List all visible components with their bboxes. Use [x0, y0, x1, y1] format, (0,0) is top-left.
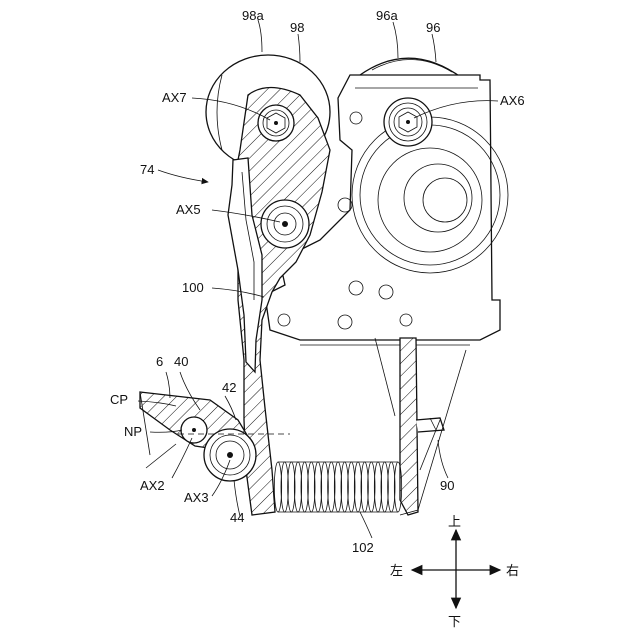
label-96: 96 — [426, 20, 440, 35]
roller-44 — [204, 429, 256, 481]
label-ax3: AX3 — [184, 490, 209, 505]
direction-right: 右 — [506, 563, 519, 578]
label-96a: 96a — [376, 8, 398, 23]
label-42: 42 — [222, 380, 236, 395]
spring-coil — [381, 462, 388, 512]
spring-coil — [388, 462, 395, 512]
spring-coil — [361, 462, 368, 512]
direction-indicator: 上 下 左 右 — [390, 514, 519, 629]
spring-coil — [288, 462, 295, 512]
spring-coil — [281, 462, 288, 512]
shaft-ax6 — [384, 98, 432, 146]
label-74: 74 — [140, 162, 154, 177]
shaft-ax5 — [261, 200, 309, 248]
spring-coil — [334, 462, 341, 512]
label-ax2: AX2 — [140, 478, 165, 493]
direction-down: 下 — [448, 614, 461, 629]
label-98: 98 — [290, 20, 304, 35]
label-cp: CP — [110, 392, 128, 407]
label-44: 44 — [230, 510, 244, 525]
spring-coil — [321, 462, 328, 512]
direction-up: 上 — [448, 514, 461, 529]
direction-left: 左 — [390, 563, 403, 578]
label-98a: 98a — [242, 8, 264, 23]
label-40: 40 — [174, 354, 188, 369]
spring-coil — [368, 462, 375, 512]
spring-102 — [274, 462, 401, 512]
label-ax5: AX5 — [176, 202, 201, 217]
label-6: 6 — [156, 354, 163, 369]
spring-coil — [314, 462, 321, 512]
label-90: 90 — [440, 478, 454, 493]
spring-coil — [328, 462, 335, 512]
spring-coil — [354, 462, 361, 512]
spring-coil — [274, 462, 281, 512]
label-ax7: AX7 — [162, 90, 187, 105]
spring-coil — [294, 462, 301, 512]
spring-coil — [301, 462, 308, 512]
roller-np — [181, 417, 207, 443]
label-102: 102 — [352, 540, 374, 555]
spring-coil — [348, 462, 355, 512]
label-np: NP — [124, 424, 142, 439]
spring-coil — [308, 462, 315, 512]
label-ax6: AX6 — [500, 93, 525, 108]
label-100: 100 — [182, 280, 204, 295]
spring-coil — [374, 462, 381, 512]
spring-coil — [341, 462, 348, 512]
shaft-ax7 — [258, 105, 294, 141]
